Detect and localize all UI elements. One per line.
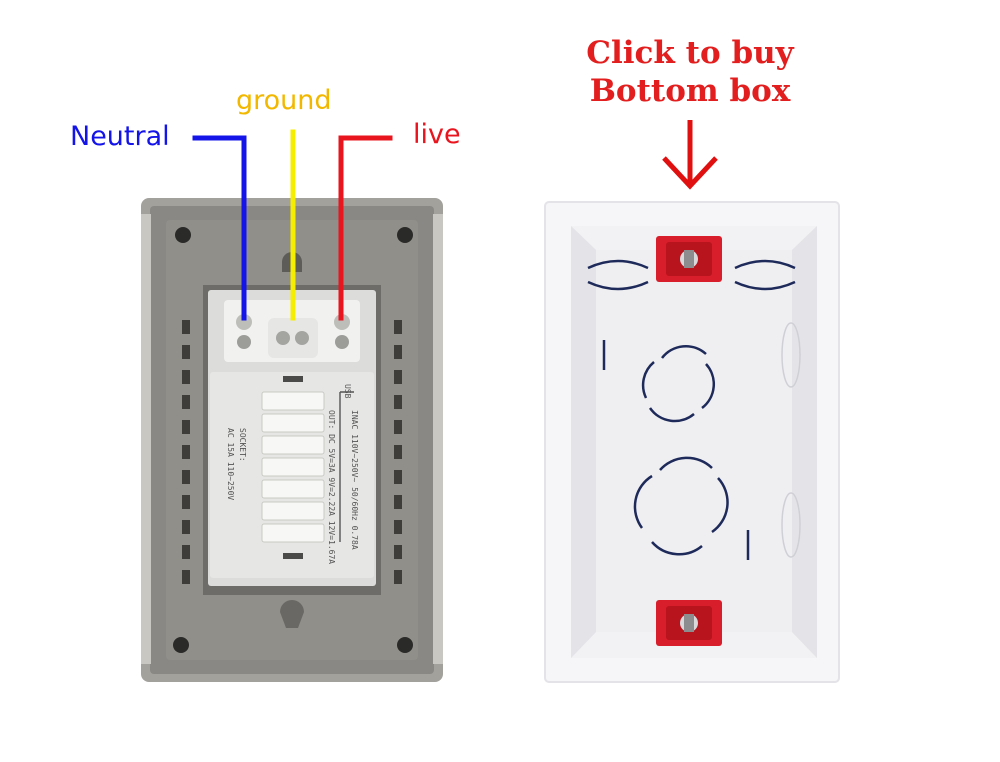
socket-rating-text: AC 15A 110~250V	[226, 428, 235, 500]
mount-hole-icon	[397, 637, 413, 653]
screw-icon	[334, 314, 350, 330]
screw-icon	[276, 331, 290, 345]
usb-port-label: USB	[343, 384, 352, 399]
socket-label-text: SOCKET:	[238, 428, 247, 462]
buy-bottom-box-link[interactable]: Click to buy Bottom box	[570, 34, 810, 110]
screw-icon	[236, 314, 252, 330]
mount-hole-icon	[175, 227, 191, 243]
box-clip-bottom	[656, 600, 722, 646]
buy-link-line1: Click to buy	[586, 35, 794, 71]
buy-link-line2: Bottom box	[589, 73, 791, 109]
neutral-label: Neutral	[70, 121, 170, 152]
mount-hole-icon	[173, 637, 189, 653]
output-spec-text: OUT: DC 5V=3A 9V=2.22A 12V=1.67A	[327, 410, 336, 564]
arrow-down-icon	[662, 120, 718, 190]
keyhole-bottom	[280, 600, 304, 628]
box-clip-top	[656, 236, 722, 282]
wires	[192, 129, 393, 321]
socket-module: USB INAC 110V~250V~ 50/60Hz 0.78A OUT: D…	[208, 290, 376, 586]
live-wire	[338, 135, 393, 321]
live-label: live	[413, 119, 461, 150]
mount-hole-icon	[397, 227, 413, 243]
bottom-box	[544, 201, 840, 683]
screw-icon	[295, 331, 309, 345]
ground-label: ground	[236, 85, 332, 116]
input-spec-text: INAC 110V~250V~ 50/60Hz 0.78A	[350, 410, 359, 550]
neutral-wire	[192, 135, 247, 321]
